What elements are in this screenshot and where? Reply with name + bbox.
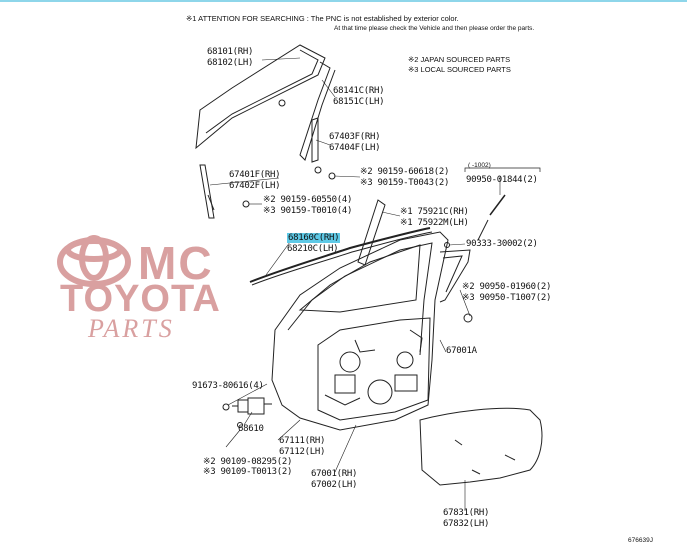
bolt-a <box>222 403 230 411</box>
part-67111[interactable]: 67111(RH) <box>279 436 326 446</box>
part-90333-30002[interactable]: 90333-30002(2) <box>466 239 538 249</box>
part-67402f[interactable]: 67402F(LH) <box>229 181 281 191</box>
part-68610[interactable]: 68610 <box>238 424 264 434</box>
part-67403f[interactable]: 67403F(RH) <box>329 132 381 142</box>
part-90159-60618[interactable]: ※2 90159-60618(2) <box>360 167 450 177</box>
door-outer <box>271 231 449 431</box>
attention-note: ※1 ATTENTION FOR SEARCHING : The PNC is … <box>186 14 459 23</box>
part-75921c[interactable]: ※1 75921C(RH) <box>400 207 469 217</box>
attention-note-2: At that time please check the Vehicle an… <box>334 25 535 32</box>
rod <box>489 194 506 216</box>
part-67002[interactable]: 67002(LH) <box>311 480 358 490</box>
part-67832[interactable]: 67832(LH) <box>443 519 490 529</box>
watermark-toyota: TOYOTA <box>60 278 221 320</box>
rear-garnish <box>357 199 386 266</box>
part-90109-t0013[interactable]: ※3 90109-T0013(2) <box>203 467 293 477</box>
part-90109-08295[interactable]: ※2 90109-08295(2) <box>203 457 293 467</box>
part-67001a[interactable]: 67001A <box>446 346 477 356</box>
legend-local: ※3 LOCAL SOURCED PARTS <box>408 65 511 74</box>
figure-id: 676639J <box>628 537 653 544</box>
bolt-b <box>237 422 243 428</box>
part-67112[interactable]: 67112(LH) <box>279 447 326 457</box>
belt-weatherstrip <box>249 227 431 283</box>
part-90159-60550[interactable]: ※2 90159-60550(4) <box>263 195 353 205</box>
watermark-parts: PARTS <box>88 314 175 343</box>
part-67401f[interactable]: 67401F(RH) <box>229 170 281 180</box>
part-75922m[interactable]: ※1 75922M(LH) <box>400 218 469 228</box>
door-inner-panel <box>317 317 431 421</box>
part-68151c[interactable]: 68151C(LH) <box>333 97 385 107</box>
part-67404f[interactable]: 67404F(LH) <box>329 143 381 153</box>
frame-strip-front <box>199 164 215 219</box>
watermark-mc: MC <box>138 237 214 289</box>
part-90950-t1007[interactable]: ※3 90950-T1007(2) <box>462 293 552 303</box>
part-90159-t0043[interactable]: ※3 90159-T0043(2) <box>360 178 450 188</box>
part-68160c-highlight: 68160C(RH) <box>287 233 341 243</box>
legend-japan: ※2 JAPAN SOURCED PARTS <box>408 55 511 64</box>
part-68160c[interactable]: 68160C(RH) <box>287 233 341 243</box>
clip-c <box>314 166 322 174</box>
serial-range: ( -1002) <box>468 162 491 169</box>
part-68210c[interactable]: 68210C(LH) <box>287 244 339 254</box>
clip-f <box>463 313 473 323</box>
part-68101[interactable]: 68101(RH) <box>207 47 254 57</box>
part-68102[interactable]: 68102(LH) <box>207 58 254 68</box>
channel-rear <box>311 117 319 163</box>
part-68141c[interactable]: 68141C(RH) <box>333 86 385 96</box>
part-90950-01844[interactable]: 90950-01844(2) <box>466 175 538 185</box>
service-hole-cover <box>419 407 543 486</box>
clip-a <box>278 99 286 107</box>
part-91673-80616[interactable]: 91673-80616(4) <box>192 381 264 391</box>
part-67001[interactable]: 67001(RH) <box>311 469 358 479</box>
part-90950-01960[interactable]: ※2 90950-01960(2) <box>462 282 552 292</box>
part-90159-t0010[interactable]: ※3 90159-T0010(4) <box>263 206 353 216</box>
sash-rear <box>439 249 471 303</box>
part-67831[interactable]: 67831(RH) <box>443 508 490 518</box>
